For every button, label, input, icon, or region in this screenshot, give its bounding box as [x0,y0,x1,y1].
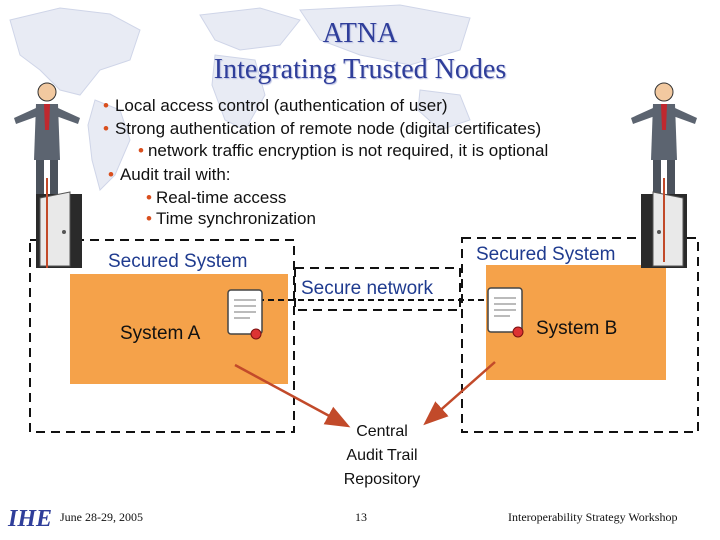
footer-date: June 28-29, 2005 [60,510,143,524]
slide-title: ATNA [322,18,398,49]
ihe-logo: IHE [6,498,52,534]
bullet-item: •Local access control (authentication of… [103,96,448,115]
secured-system-right-label: Secured System [476,244,616,265]
footer-page-number: 13 [355,510,367,524]
secured-system-left-border [29,239,295,433]
arrow-b-to-repository [423,361,496,426]
system-b-label: System B [536,318,618,339]
sub-bullet-item: •network traffic encryption is not requi… [138,141,549,160]
sub-bullet-item: •Real-time access [146,188,287,207]
system-a-label: System A [120,323,201,344]
certificate-scroll-icon [487,287,524,338]
central-audit-repository: Central Audit Trail Repository [343,423,421,488]
certificate-scroll-icon [227,289,263,340]
businessman-icon [14,82,80,204]
bullet-marker: • [103,96,109,115]
secured-system-left-label: Secured System [108,251,248,272]
bullet-marker: • [138,141,144,160]
arrow-a-to-repository [234,363,351,428]
bullet-marker: • [103,119,109,138]
bullet-marker: • [146,209,152,228]
bullet-item: •Strong authentication of remote node (d… [103,119,542,138]
secure-network-label: Secure network [301,278,434,299]
sub-bullet-item: •Time synchronization [146,209,316,228]
svg-text:IHE: IHE [7,506,52,532]
businessman-icon [631,82,697,204]
secured-system-right-border [461,237,699,433]
secure-network-border [294,267,461,311]
bullet-item: •Audit trail with: [108,165,231,184]
slide-subtitle: Integrating Trusted Nodes [213,54,507,85]
door-icon [36,191,82,268]
bullet-marker: • [146,188,152,207]
footer-event: Interoperability Strategy Workshop [508,510,678,524]
bullet-marker: • [108,165,114,184]
